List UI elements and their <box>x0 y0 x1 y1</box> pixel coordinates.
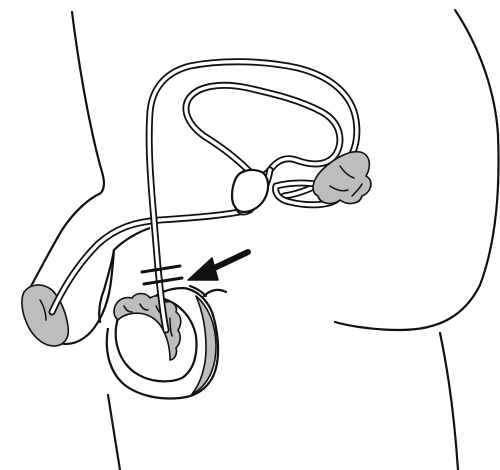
rectal-tissue <box>313 152 371 204</box>
arrow-shaft <box>210 252 248 270</box>
prostate <box>232 170 268 212</box>
arrow-head <box>188 258 218 280</box>
arrow-icon <box>188 252 248 280</box>
body-outline-front <box>72 12 104 193</box>
bladder-inner <box>186 85 340 176</box>
thigh-outline-back <box>440 333 458 470</box>
leg-outline-front <box>108 395 120 470</box>
